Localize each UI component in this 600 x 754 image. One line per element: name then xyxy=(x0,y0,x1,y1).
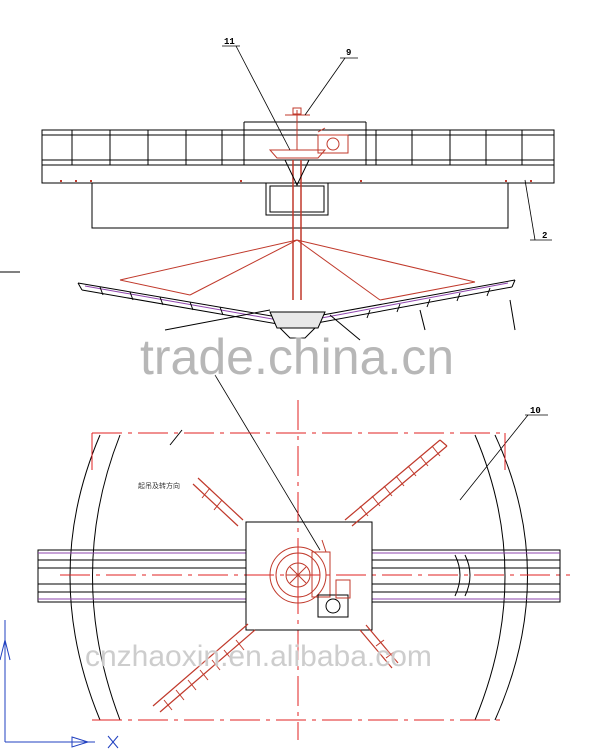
centerlines xyxy=(60,400,570,740)
truss-panels xyxy=(71,121,523,165)
ucs-icon xyxy=(0,620,119,749)
tank-outline xyxy=(69,434,101,721)
drive-mechanism xyxy=(269,539,351,618)
watermark-bottom: cnzhaoxin.en.alibaba.com xyxy=(85,640,432,673)
center-cage xyxy=(265,182,329,216)
callout-2: 2 xyxy=(542,231,547,241)
watermark-top: trade.china.cn xyxy=(140,329,455,385)
section-leader xyxy=(214,374,321,551)
drive-head xyxy=(268,107,349,159)
tank-wall xyxy=(91,182,509,229)
callout-leaders xyxy=(222,45,552,501)
plan-view xyxy=(37,400,570,740)
center-platform xyxy=(245,521,373,631)
bridge-plan xyxy=(37,549,561,603)
callout-9: 9 xyxy=(346,48,351,58)
callout-10: 10 xyxy=(530,406,541,416)
center-cone xyxy=(269,311,326,329)
elevation-view xyxy=(0,107,555,341)
center-shaft xyxy=(292,160,302,300)
lifting-note: 起吊及转方向 xyxy=(138,481,180,490)
tie-rods xyxy=(119,239,476,301)
callout-11: 11 xyxy=(224,37,235,47)
plan-rake-teeth xyxy=(163,445,441,711)
rake-blades xyxy=(99,286,491,319)
